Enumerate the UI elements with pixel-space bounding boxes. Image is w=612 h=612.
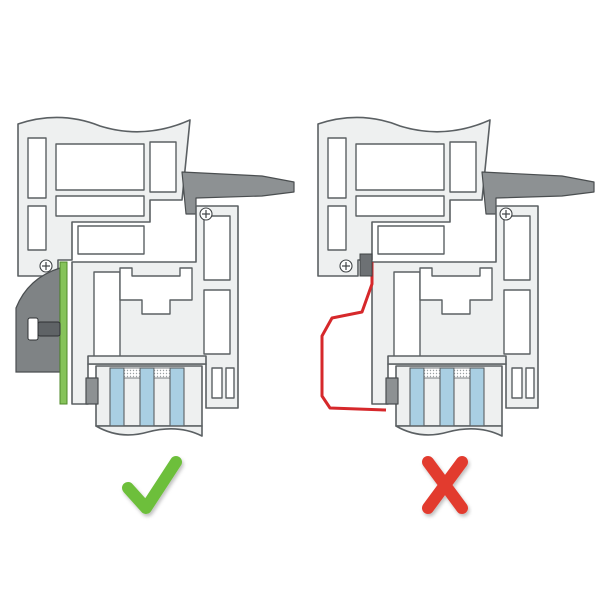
cross-icon [422,456,468,514]
window-profile-right [317,116,595,437]
fixing-bolt [27,317,61,341]
red-seal-outline [320,262,387,412]
panel-incorrect-installation [317,116,595,437]
check-icon [122,456,182,514]
green-seal-strip [59,261,68,405]
dark-seal-block [359,253,373,277]
panel-correct-installation [15,116,295,437]
